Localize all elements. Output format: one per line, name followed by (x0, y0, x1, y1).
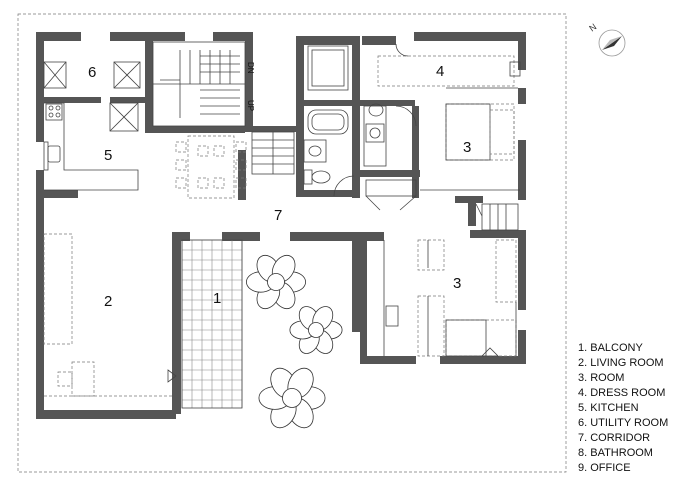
closet (365, 179, 417, 211)
tree-icon (246, 254, 306, 310)
legend-item: 6. UTILITY ROOM (578, 417, 668, 429)
room-number-room-bottom: 3 (453, 275, 461, 292)
room-number-room-top: 3 (463, 139, 471, 156)
balcony-tiles (181, 239, 243, 408)
stair-dn-mark: DN (246, 62, 255, 74)
site-boundary (17, 13, 567, 473)
room-number-utility-room: 6 (88, 64, 96, 81)
room-number-balcony: 1 (213, 290, 221, 307)
room-furniture-bottom (383, 203, 519, 357)
room-number-dress-room: 4 (436, 63, 444, 80)
dress-room-furniture (377, 43, 521, 191)
legend-item: 8. BATHROOM (578, 447, 653, 459)
legend-item: 5. KITCHEN (578, 402, 639, 414)
north-arrow: N (587, 22, 626, 57)
kitchen-fixtures (43, 61, 141, 191)
stair-up-mark: UP (246, 100, 255, 111)
legend-item: 1. BALCONY (578, 342, 643, 354)
living-room-furniture (43, 233, 177, 397)
dining-table (175, 135, 247, 199)
tree-icon (289, 306, 343, 354)
legend-item: 4. DRESS ROOM (578, 387, 665, 399)
legend-item: 7. CORRIDOR (578, 432, 650, 444)
trees (246, 254, 343, 429)
room-number-kitchen: 5 (104, 147, 112, 164)
north-label: N (587, 22, 598, 34)
walls (36, 32, 526, 419)
room-number-corridor: 7 (274, 207, 282, 224)
tree-icon (258, 367, 326, 429)
bathroom-fixtures (303, 45, 417, 197)
room-number-living-room: 2 (104, 293, 112, 310)
legend-item: 3. ROOM (578, 372, 624, 384)
balcony-outline (181, 239, 243, 409)
legend-item: 2. LIVING ROOM (578, 357, 664, 369)
legend-item: 9. OFFICE (578, 462, 631, 474)
staircase: DN UP (152, 41, 295, 175)
legend: 1. BALCONY 2. LIVING ROOM 3. ROOM 4. DRE… (578, 342, 668, 474)
